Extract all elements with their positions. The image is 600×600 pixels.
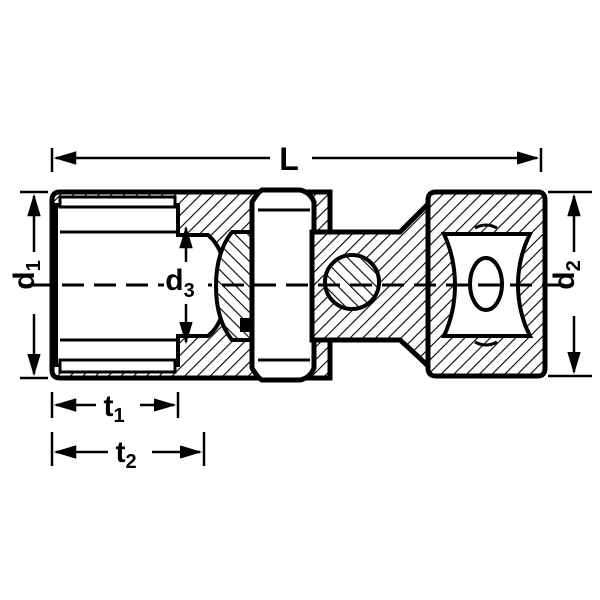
d2-subscript: 2 [563,260,585,271]
svg-text:d1: d1 [8,260,45,289]
d2-dimension: d2 [548,190,592,378]
t1-dimension: t1 [50,390,180,427]
svg-text:d2: d2 [548,260,585,289]
d1-dimension: d1 [8,190,48,380]
length-label: L [279,141,299,177]
d2-label: d [548,271,581,289]
svg-text:d3: d3 [165,264,194,302]
d1-label: d [8,271,41,289]
cross-pin-section [323,253,381,311]
d1-subscript: 1 [23,260,45,271]
d3-subscript: 3 [184,280,195,302]
length-dimension: L [50,141,543,177]
t2-label: t [115,436,125,469]
svg-text:t2: t2 [115,436,136,473]
t1-label: t [103,390,113,423]
svg-text:t1: t1 [103,390,124,427]
d3-dimension: d3 [164,225,208,345]
t2-dimension: t2 [50,432,206,473]
t1-subscript: 1 [113,405,124,427]
t2-subscript: 2 [125,451,136,473]
d3-label: d [165,264,183,297]
